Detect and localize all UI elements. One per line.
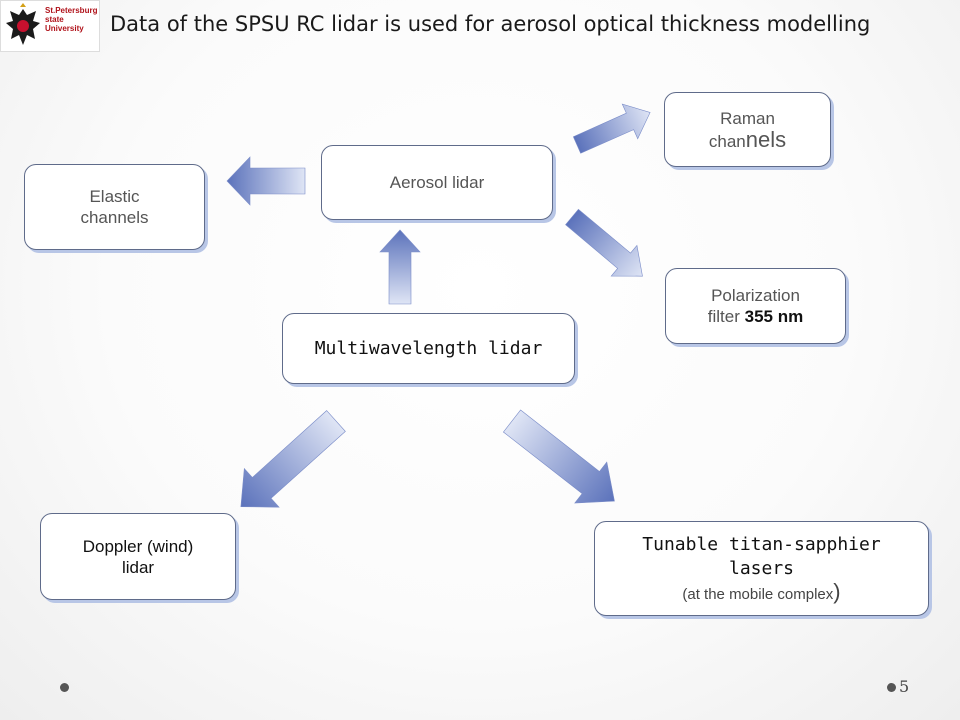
node-multi-label: Multiwavelength lidar — [314, 338, 543, 359]
logo-text: St.Petersburg state University — [45, 6, 97, 33]
node-doppler-lidar: Doppler (wind) lidar — [40, 513, 236, 600]
node-raman-channels: Raman channels — [664, 92, 831, 167]
node-raman-line1: Raman — [720, 108, 775, 128]
node-doppler-line1: Doppler (wind) — [82, 536, 194, 556]
node-polarization-line2-bold: 355 nm — [744, 307, 804, 326]
university-logo: St.Petersburg state University — [0, 0, 100, 52]
node-aerosol-lidar: Aerosol lidar — [321, 145, 553, 220]
node-polarization-line1: Polarization — [711, 286, 800, 305]
node-aerosol-label: Aerosol lidar — [389, 173, 485, 192]
eagle-crest-icon — [6, 3, 40, 45]
node-doppler-line2: lidar — [121, 557, 155, 577]
node-raman-line2-big: nels — [745, 126, 787, 152]
logo-line-2: state — [45, 15, 64, 24]
node-polarization-line2: filter 355 nm — [708, 306, 803, 327]
node-elastic-line1: Elastic — [89, 187, 140, 206]
node-tunable-line3: (at the mobile complex) — [682, 578, 841, 605]
arrow-to-doppler — [240, 410, 346, 508]
footer-dot-left — [60, 683, 69, 692]
node-polarization-line2-text: filter — [707, 307, 745, 326]
node-elastic-line2: channels — [80, 208, 149, 227]
arrow-to-tunable — [502, 409, 615, 504]
arrow-to-aerosol — [379, 229, 421, 305]
node-multiwavelength-lidar: Multiwavelength lidar — [282, 313, 575, 384]
node-tunable-line1: Tunable titan-sapphier — [642, 533, 881, 555]
node-tunable-line2: lasers — [728, 557, 795, 579]
page-number: 5 — [899, 677, 910, 696]
node-tunable-line3-paren: ) — [833, 578, 841, 604]
arrow-to-elastic — [226, 156, 306, 206]
logo-line-3: University — [45, 24, 84, 33]
node-tunable-line3-text: (at the mobile complex — [682, 585, 834, 603]
arrow-to-polarization — [565, 208, 643, 277]
arrow-to-raman — [572, 103, 651, 154]
node-elastic-channels: Elastic channels — [24, 164, 205, 250]
logo-line-1: St.Petersburg — [45, 6, 98, 15]
node-tunable-lasers: Tunable titan-sapphier lasers (at the mo… — [594, 521, 929, 616]
footer-dot-right — [887, 683, 896, 692]
slide-title: Data of the SPSU RC lidar is used for ae… — [110, 12, 871, 36]
node-polarization-filter: Polarization filter 355 nm — [665, 268, 846, 344]
node-raman-line2: channels — [708, 126, 787, 152]
node-raman-line2-small: chan — [708, 131, 746, 151]
